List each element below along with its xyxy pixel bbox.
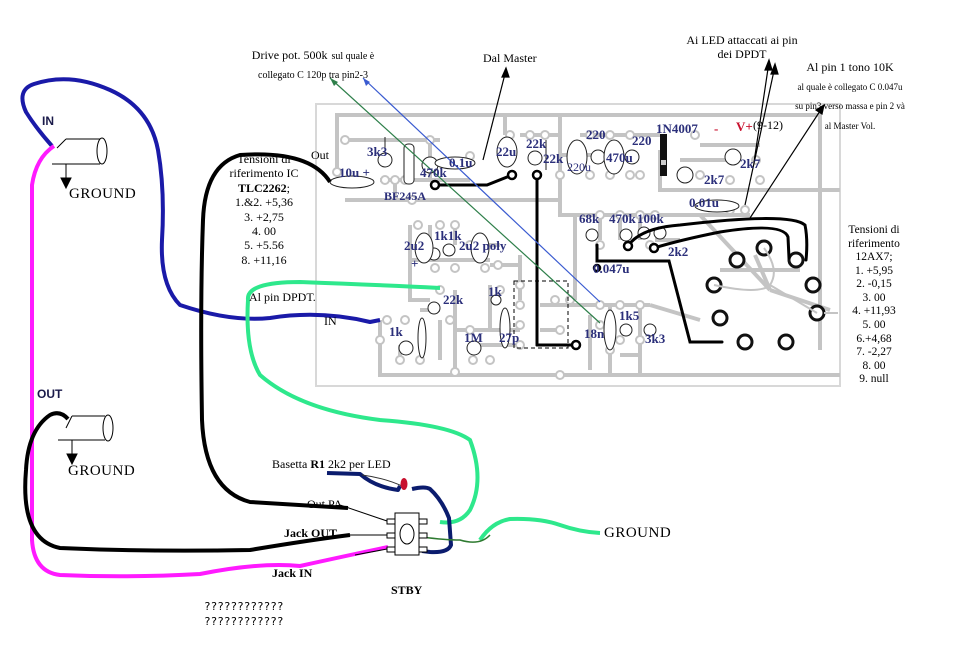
label-1k1k: 1k1k xyxy=(434,228,462,243)
label-1n4007: 1N4007 xyxy=(656,121,698,136)
stby-label: STBY xyxy=(391,583,423,597)
ic-outline-dashed xyxy=(513,280,569,349)
label-2u2-poly: 2u2 poly xyxy=(459,238,507,253)
tube-socket-traces xyxy=(713,247,838,314)
label-2u2: 2u2 xyxy=(404,238,425,253)
wire-green-dpdt xyxy=(245,280,480,525)
out-pa-label: Out PA xyxy=(307,497,343,511)
label-22k-b: 22k xyxy=(543,151,564,166)
label-470k-b: 470k xyxy=(609,211,636,226)
wire-thin-led xyxy=(361,474,403,487)
drive-pot-annotation: Drive pot. 500k sul quale è collegato C … xyxy=(251,48,375,82)
led-dpdt-annotation: Ai LED attaccati ai pin dei DPDT xyxy=(686,33,798,62)
label-220u: 220u xyxy=(567,160,591,174)
pcb-jumpers xyxy=(433,173,809,347)
label-3k3: 3k3 xyxy=(367,144,388,159)
tube-socket-pads xyxy=(705,239,826,351)
label-220-b: 220 xyxy=(632,133,652,148)
label-2k7-a: 2k7 xyxy=(740,156,761,171)
dal-master-annotation: Dal Master xyxy=(483,51,537,65)
wire-outpa-black xyxy=(199,152,349,510)
ic-voltage-table: Tensioni di riferimento IC TLC2262; 1.&2… xyxy=(229,152,299,267)
label-1m: 1M xyxy=(464,330,483,345)
label-0-01u: 0.01u xyxy=(689,195,719,210)
label-minus: - xyxy=(714,121,719,136)
in-wire-label: IN xyxy=(324,314,337,328)
wire-in-magenta xyxy=(30,144,389,579)
wire-in-blue xyxy=(20,77,381,324)
label-3k3-b: 3k3 xyxy=(645,331,666,346)
annotation-arrows xyxy=(482,58,825,219)
label-220-a: 220 xyxy=(586,127,606,142)
right-ground-label: GROUND xyxy=(604,525,672,541)
diode-1n4007 xyxy=(660,134,667,176)
in-ground-label: GROUND xyxy=(69,186,137,202)
tube-voltage-table: Tensioni di riferimento 12AX7; 1. +5,95 … xyxy=(848,224,900,386)
drive-pot-line-green xyxy=(329,77,601,324)
label-68k: 68k xyxy=(579,211,600,226)
label-470k: 470k xyxy=(420,165,447,180)
label-2k7-b: 2k7 xyxy=(704,172,725,187)
label-10u: 10u + xyxy=(339,165,370,180)
label-27p: 27p xyxy=(499,330,520,345)
drive-pot-line-blue xyxy=(362,77,601,303)
in-jack-symbol xyxy=(52,137,108,190)
label-18n: 18n xyxy=(584,326,605,341)
label-vrange: (9-12) xyxy=(753,118,783,132)
label-2k2: 2k2 xyxy=(668,244,689,259)
component-outlines xyxy=(329,136,742,359)
led-indicator xyxy=(400,478,408,490)
label-22u: 22u xyxy=(496,144,517,159)
out-jack-label: OUT xyxy=(37,387,63,401)
label-22k-c: 22k xyxy=(443,292,464,307)
basetta-label: Basetta R1 2k2 per LED xyxy=(272,457,391,471)
pcb-pads xyxy=(332,130,765,380)
label-0-1u: 0.1u xyxy=(449,155,473,170)
jack-out-label: Jack OUT xyxy=(284,526,338,540)
out-ground-label: GROUND xyxy=(68,463,136,479)
wire-dark-green xyxy=(421,534,491,543)
tone-annotation: Al pin 1 tono 10K al quale è collegato C… xyxy=(795,60,905,131)
label-1k5: 1k5 xyxy=(619,308,640,323)
question-marks: ???????????? ???????????? xyxy=(204,600,284,628)
label-bf245a: BF245A xyxy=(384,189,426,203)
label-vplus: V+ xyxy=(736,119,753,134)
label-2u2-plus: + xyxy=(411,256,419,271)
label-0-047u: 0.047u xyxy=(593,261,630,276)
in-jack-label: IN xyxy=(42,114,54,128)
out-wire-label: Out xyxy=(311,148,329,162)
out-jack-symbol xyxy=(58,414,114,466)
label-1k-b: 1k xyxy=(389,324,403,339)
jack-in-label: Jack IN xyxy=(272,566,313,580)
label-1k-a: 1k xyxy=(488,284,502,299)
wire-green-ground xyxy=(478,516,601,542)
wire-navy-led xyxy=(326,471,453,555)
al-pin-dpdt-label: Al pin DPDT. xyxy=(249,290,316,304)
stby-switch xyxy=(386,512,428,556)
label-470u: 470u xyxy=(606,150,633,165)
label-100k: 100k xyxy=(637,211,664,226)
wire-out-black xyxy=(23,411,351,553)
label-22k-a: 22k xyxy=(526,136,547,151)
